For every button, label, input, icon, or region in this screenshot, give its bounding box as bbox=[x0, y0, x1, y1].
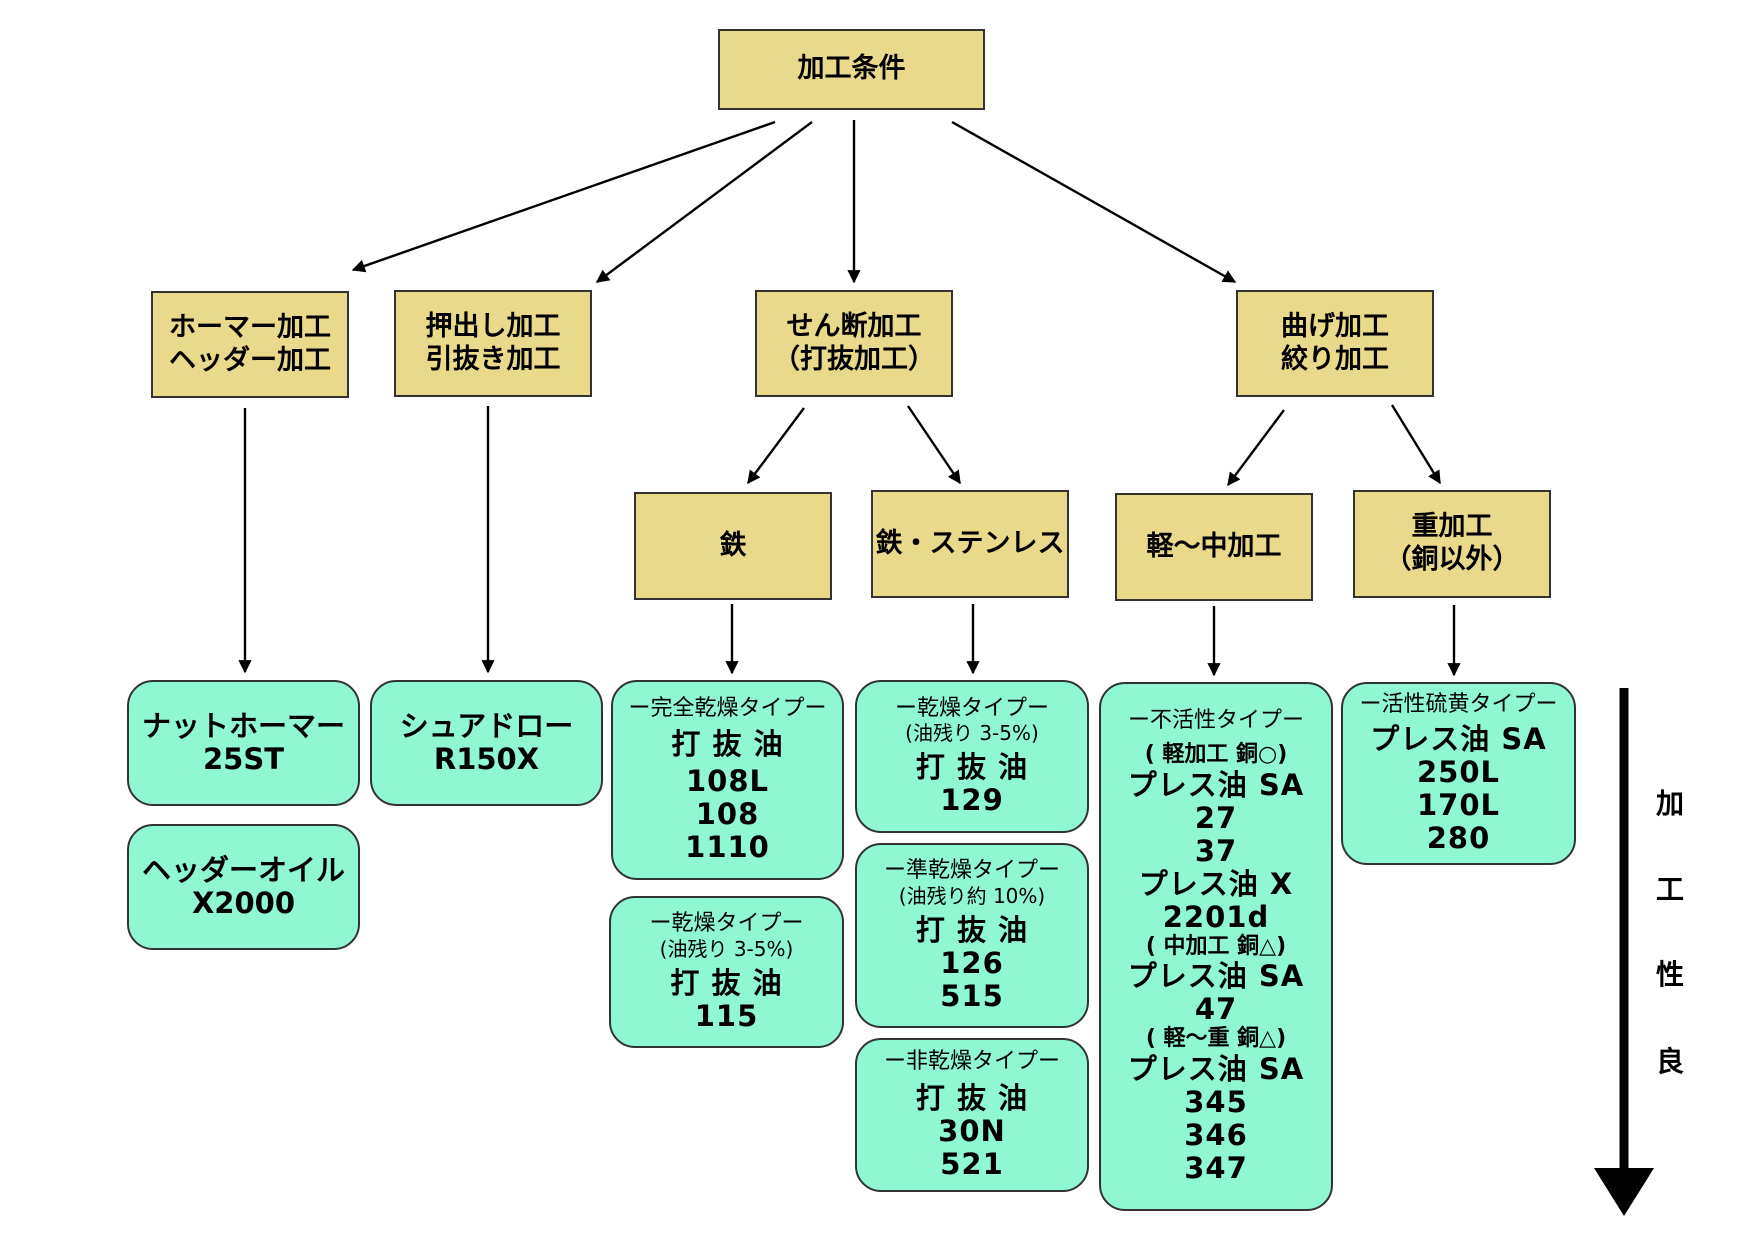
root-label: 加工条件 bbox=[797, 53, 906, 85]
product-name: プレス油 SA bbox=[1127, 959, 1305, 994]
product-grade: 170L bbox=[1416, 787, 1500, 822]
product-nut-hormer: ナットホーマー 25ST bbox=[127, 680, 360, 806]
subcategory-light-medium: 軽〜中加工 bbox=[1115, 493, 1313, 601]
product-note: (油残り約 10%) bbox=[898, 883, 1046, 908]
product-name: シュアドロー bbox=[399, 708, 574, 743]
workability-label-char: 良 bbox=[1656, 1045, 1685, 1078]
product-semi-dry-punching-oil: ー準乾燥タイプー (油残り約 10%) 打 抜 油 126 515 bbox=[855, 843, 1089, 1028]
subcategory-iron: 鉄 bbox=[634, 492, 832, 600]
workability-label-char: 性 bbox=[1656, 958, 1685, 991]
product-sure-draw: シュアドロー R150X bbox=[370, 680, 603, 806]
category-bending-drawing: 曲げ加工 絞り加工 bbox=[1236, 290, 1434, 397]
product-grade: 345 bbox=[1184, 1084, 1248, 1119]
product-full-dry-punching-oil: ー完全乾燥タイプー 打 抜 油 108L 108 1110 bbox=[611, 680, 844, 880]
product-name: 打 抜 油 bbox=[670, 965, 783, 1000]
product-type: ー準乾燥タイプー bbox=[883, 858, 1060, 884]
arrow-bend-heavy bbox=[1390, 404, 1442, 485]
product-grade: 521 bbox=[940, 1146, 1004, 1181]
product-name: ナットホーマー bbox=[141, 708, 345, 743]
product-grade: 346 bbox=[1184, 1117, 1248, 1152]
product-code: R150X bbox=[433, 742, 540, 776]
subcategory-label: 鉄・ステンレス bbox=[875, 527, 1065, 559]
product-non-dry-punching-oil: ー非乾燥タイプー 打 抜 油 30N 521 bbox=[855, 1038, 1089, 1192]
category-line2: 引抜き加工 bbox=[425, 343, 561, 375]
product-name: 打 抜 油 bbox=[915, 912, 1029, 947]
arrow-shear-iron bbox=[747, 407, 805, 485]
product-note: ( 軽〜重 銅△) bbox=[1145, 1026, 1287, 1052]
category-line1: せん断加工 bbox=[786, 310, 922, 342]
subcategory-line2: （銅以外） bbox=[1384, 544, 1520, 575]
subcategory-line1: 重加工 bbox=[1411, 511, 1493, 543]
product-type: ー活性硫黄タイプー bbox=[1359, 692, 1558, 718]
category-line1: ホーマー加工 bbox=[169, 311, 331, 343]
product-name: 打 抜 油 bbox=[915, 1080, 1029, 1115]
product-note: ( 中加工 銅△) bbox=[1145, 933, 1287, 959]
product-grade: 37 bbox=[1194, 833, 1238, 868]
workability-label-char: 加 bbox=[1656, 787, 1685, 820]
product-dry-punching-oil-iron: ー乾燥タイプー (油残り 3-5%) 打 抜 油 115 bbox=[609, 896, 844, 1048]
subcategory-label: 鉄 bbox=[719, 529, 747, 561]
product-note: ( 軽加工 銅○) bbox=[1144, 742, 1288, 768]
product-grade: 108L bbox=[685, 764, 769, 799]
workability-label-char: 工 bbox=[1656, 873, 1685, 906]
product-grade: 115 bbox=[694, 998, 759, 1033]
product-grade: 47 bbox=[1194, 992, 1238, 1027]
category-line2: （打抜加工） bbox=[773, 343, 935, 375]
product-note: (油残り 3-5%) bbox=[659, 936, 794, 961]
subcategory-iron-stainless: 鉄・ステンレス bbox=[871, 490, 1069, 598]
product-grade: 347 bbox=[1184, 1150, 1248, 1185]
category-line2: ヘッダー加工 bbox=[169, 344, 331, 376]
product-grade: 250L bbox=[1416, 754, 1500, 789]
product-type: ー乾燥タイプー bbox=[649, 911, 804, 937]
product-name: 打 抜 油 bbox=[915, 750, 1029, 785]
product-code: X2000 bbox=[191, 886, 296, 920]
product-type: ー乾燥タイプー bbox=[894, 695, 1049, 721]
product-name: 打 抜 油 bbox=[671, 727, 784, 762]
product-note: (油残り 3-5%) bbox=[905, 721, 1039, 746]
root-node: 加工条件 bbox=[718, 29, 985, 110]
product-grade: 2201d bbox=[1162, 899, 1270, 934]
product-grade: 515 bbox=[940, 978, 1004, 1013]
product-grade: 108 bbox=[695, 797, 760, 832]
arrow-root-hormer bbox=[351, 120, 776, 273]
arrow-root-extrude bbox=[595, 121, 813, 283]
product-name: ヘッダーオイル bbox=[141, 852, 345, 887]
arrow-shear-stainless bbox=[907, 405, 961, 485]
arrow-root-bend bbox=[951, 120, 1237, 284]
category-line1: 曲げ加工 bbox=[1281, 310, 1389, 342]
product-dry-punching-oil-stainless: ー乾燥タイプー (油残り 3-5%) 打 抜 油 129 bbox=[855, 680, 1089, 833]
category-extrude-draw: 押出し加工 引抜き加工 bbox=[394, 290, 592, 397]
product-type: ー完全乾燥タイプー bbox=[628, 695, 827, 721]
category-hormer-header: ホーマー加工 ヘッダー加工 bbox=[151, 291, 349, 398]
category-line1: 押出し加工 bbox=[425, 310, 561, 342]
product-grade: 27 bbox=[1194, 800, 1238, 835]
product-header-oil: ヘッダーオイル X2000 bbox=[127, 824, 360, 950]
product-grade: 1110 bbox=[685, 830, 770, 865]
subcategory-heavy: 重加工 （銅以外） bbox=[1353, 490, 1551, 598]
product-name: プレス油 SA bbox=[1370, 721, 1547, 756]
product-grade: 126 bbox=[940, 945, 1004, 980]
product-grade: 280 bbox=[1426, 820, 1491, 855]
product-name: プレス油 SA bbox=[1127, 1051, 1305, 1086]
workability-arrowhead bbox=[1594, 1168, 1654, 1216]
subcategory-label: 軽〜中加工 bbox=[1146, 530, 1282, 562]
category-shearing: せん断加工 （打抜加工） bbox=[755, 290, 953, 397]
category-line2: 絞り加工 bbox=[1281, 343, 1389, 375]
product-name: プレス油 X bbox=[1138, 866, 1294, 901]
product-name: プレス油 SA bbox=[1127, 767, 1305, 802]
arrow-bend-light bbox=[1227, 409, 1285, 487]
product-code: 25ST bbox=[202, 742, 285, 776]
product-active-sulfur-press-oil: ー活性硫黄タイプー プレス油 SA 250L 170L 280 bbox=[1341, 682, 1576, 865]
product-type: ー不活性タイプー bbox=[1127, 707, 1304, 733]
product-type: ー非乾燥タイプー bbox=[883, 1049, 1060, 1075]
product-inactive-press-oil: ー不活性タイプー ( 軽加工 銅○) プレス油 SA 27 37 プレス油 X … bbox=[1099, 682, 1333, 1211]
product-grade: 30N bbox=[938, 1113, 1006, 1148]
product-grade: 129 bbox=[940, 783, 1004, 818]
